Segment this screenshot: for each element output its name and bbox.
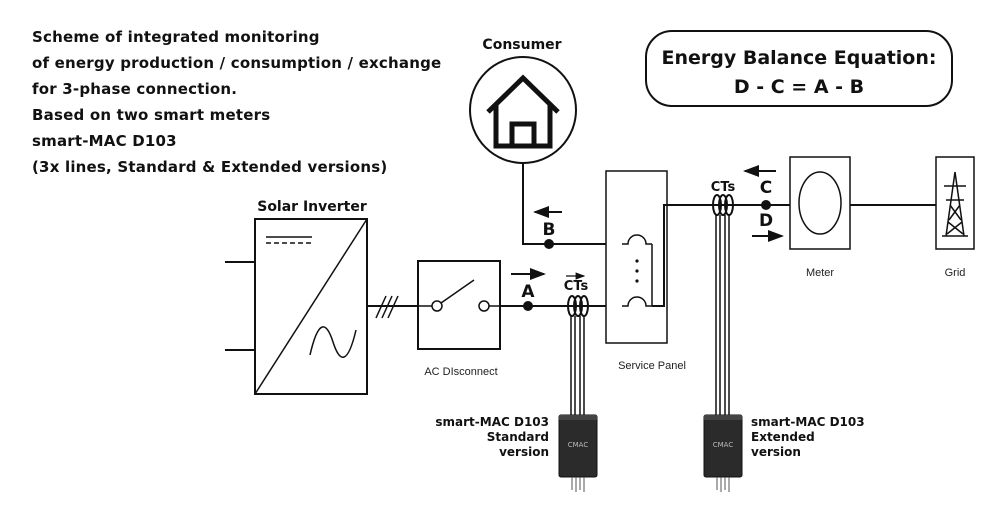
device-variant: Standard <box>487 430 549 444</box>
device-version: version <box>751 445 801 459</box>
consumer: Consumer <box>469 37 577 164</box>
smart-mac-extended-device: CMAC smart-MAC D103 Extended version <box>703 414 865 492</box>
three-phase-slash-icon <box>375 295 399 319</box>
description-line: of energy production / consumption / exc… <box>32 54 442 72</box>
point-a-label: A <box>521 282 535 302</box>
description-line: Scheme of integrated monitoring <box>32 28 320 46</box>
device-name: smart-MAC D103 <box>435 415 549 429</box>
smart-mac-standard-device: smart-MAC D103 Standard version CMAC <box>435 414 598 492</box>
ac-disconnect: AC DIsconnect <box>417 260 501 378</box>
energy-balance-box: Energy Balance Equation: D - C = A - B <box>645 30 953 107</box>
point-b-dot <box>544 239 554 249</box>
equation-formula: D - C = A - B <box>734 76 864 98</box>
service-panel-label: Service Panel <box>618 360 686 372</box>
cts-label: CTs <box>564 279 589 294</box>
device-name: smart-MAC D103 <box>751 415 865 429</box>
ac-disconnect-label: AC DIsconnect <box>424 366 497 378</box>
point-c-label: C <box>760 178 772 198</box>
meter-label: Meter <box>806 267 834 279</box>
description-line: Based on two smart meters <box>32 106 271 124</box>
grid: Grid <box>935 156 975 279</box>
cts-extended: CTs <box>711 180 736 415</box>
device-logo: CMAC <box>568 441 589 449</box>
solar-inverter: Solar Inverter <box>225 199 368 395</box>
dc-symbol-icon <box>266 236 312 244</box>
device-version: version <box>499 445 549 459</box>
cts-standard: CTs <box>564 272 589 415</box>
breaker-icon <box>622 234 652 245</box>
point-d-label: D <box>759 211 773 231</box>
meter: Meter <box>789 156 851 279</box>
service-panel: Service Panel <box>605 170 686 372</box>
meter-dial-icon <box>798 171 842 235</box>
grid-label: Grid <box>945 267 966 279</box>
solar-inverter-label: Solar Inverter <box>257 199 367 215</box>
device-variant: Extended <box>751 430 815 444</box>
consumer-feed-line <box>522 163 622 245</box>
consumer-label: Consumer <box>482 37 561 53</box>
breaker-icon <box>622 296 652 307</box>
description-line: for 3-phase connection. <box>32 80 238 98</box>
ac-wave-icon <box>309 326 357 358</box>
description: Scheme of integrated monitoring of energ… <box>32 24 472 180</box>
point-cd-dot <box>761 200 771 210</box>
cts-label: CTs <box>711 180 736 195</box>
description-line: (3x lines, Standard & Extended versions) <box>32 158 388 176</box>
device-logo: CMAC <box>713 441 734 449</box>
switch-icon <box>440 279 475 304</box>
power-tower-icon <box>942 171 968 237</box>
description-line: smart-MAC D103 <box>32 132 177 150</box>
point-b-label: B <box>543 220 556 240</box>
equation-title: Energy Balance Equation: <box>662 47 937 69</box>
point-a-dot <box>523 301 533 311</box>
house-icon <box>486 74 560 149</box>
